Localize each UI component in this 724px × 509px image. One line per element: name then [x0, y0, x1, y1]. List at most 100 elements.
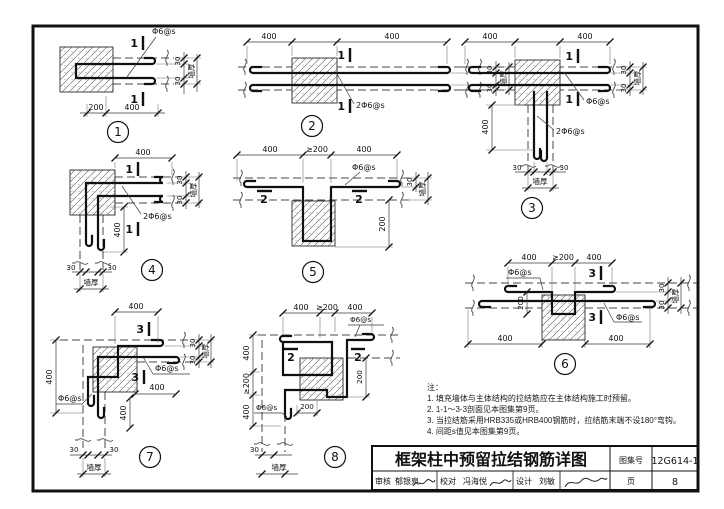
- wall-thickness-label: 墙厚: [670, 288, 680, 303]
- column-hatch: [514, 59, 561, 106]
- section-number: 3: [588, 311, 596, 324]
- dim-label: 400: [347, 303, 362, 312]
- detail-number: 2: [308, 119, 316, 133]
- dimensions: 400 400 30 30 墙厚: [242, 32, 514, 96]
- dimensions: 400 400 400 400 30 30 墙厚 30 30: [45, 302, 216, 479]
- detail-number-badge: 4: [140, 258, 164, 282]
- dim-label: 30: [405, 177, 414, 187]
- column-hatch: [291, 57, 338, 104]
- note-line-1: 1. 填充墙体与主体结构的拉结筋应在主体结构施工时预留。: [427, 393, 636, 403]
- dim-label: ≥200: [242, 373, 251, 395]
- dim-label: ≥200: [316, 303, 338, 312]
- section-number: 1: [125, 223, 133, 236]
- tie-bars: [74, 56, 157, 86]
- designer-label: 设计: [516, 476, 532, 486]
- dim-label: 400: [384, 32, 399, 41]
- dim-label: ≥200: [306, 145, 328, 154]
- section-mark: 3 3: [588, 266, 603, 324]
- wall-lines: [60, 331, 192, 448]
- dimensions: 400 400 400 30 30 墙厚 30 30 墙厚: [460, 32, 648, 193]
- section-number: 2: [260, 193, 268, 206]
- atlas-number-label: 图集号: [619, 455, 643, 465]
- rebar-callout: Φ6@s: [344, 163, 376, 186]
- dim-label: 400: [45, 369, 54, 384]
- rebar-label: Φ6@s: [350, 315, 371, 324]
- wall-thickness-label: 墙厚: [498, 70, 508, 85]
- tie-bars: [467, 65, 612, 163]
- dim-label: 30: [619, 65, 628, 75]
- detail-number-circle: [301, 260, 325, 284]
- reviewer-label: 审核: [375, 476, 391, 486]
- dimensions: 400 ≥200 400 30 墙厚 200: [232, 145, 433, 252]
- detail-number-badge: 6: [553, 352, 577, 376]
- column-hatch: [541, 294, 586, 341]
- dim-label: 30: [173, 56, 182, 66]
- dim-label: 200: [300, 402, 314, 411]
- dim-label: 30: [657, 283, 666, 293]
- dim-label: 400: [497, 334, 512, 343]
- detail-number-circle: [553, 352, 577, 376]
- rebar-label: 2Φ6@s: [556, 127, 585, 136]
- note-line-2: 2. 1-1～3-3剖面见本图集第9页。: [427, 404, 543, 414]
- rebar-label: Φ6@s: [155, 364, 179, 373]
- section-number: 2: [354, 351, 362, 364]
- section-mark: 1 1: [130, 36, 145, 106]
- section-number: 3: [136, 323, 144, 336]
- section-number: 1: [565, 50, 573, 63]
- dim-label: 400: [586, 253, 601, 262]
- section-mark: 1 1: [125, 162, 140, 236]
- column-hatch: [299, 357, 344, 401]
- atlas-number: 12G614-1: [651, 456, 698, 467]
- detail-number-circle: [106, 120, 130, 144]
- dim-label: 30: [109, 445, 119, 454]
- dim-label: 400: [356, 145, 371, 154]
- detail-number-circle: [300, 114, 324, 138]
- note-line-4: 4. 间距s值见本图集第9页。: [427, 426, 524, 436]
- detail-number-badge: 8: [323, 445, 347, 469]
- section-number: 2: [355, 193, 363, 206]
- dimensions: 400 ≥200 400 400 ≥200 400 200 200 30 墙厚: [242, 303, 377, 479]
- checker-signature: [489, 479, 512, 487]
- detail-4: 400 400 30 30 墙厚 30 30 墙厚 1: [66, 148, 204, 294]
- dimensions: 30 30 墙厚 200 400: [80, 52, 202, 118]
- detail-number: 6: [561, 357, 569, 371]
- section-mark: 2 2: [257, 189, 367, 206]
- sheet-border: [31, 24, 700, 493]
- wall-thickness-label: 墙厚: [84, 277, 99, 287]
- drawing-title: 框架柱中预留拉结钢筋详图: [395, 450, 587, 469]
- section-number: 1: [337, 100, 345, 113]
- dimensions: 400 ≥200 400 200 400 400 30 30 墙厚: [463, 253, 686, 349]
- section-number: 1: [337, 49, 345, 62]
- notes: 注： 1. 填充墙体与主体结构的拉结筋应在主体结构施工时预留。 2. 1-1～3…: [427, 382, 681, 436]
- reviewer-name: 郁银泉: [395, 476, 419, 486]
- wall-thickness-label: 墙厚: [200, 343, 210, 358]
- dim-label: 200: [88, 103, 103, 112]
- detail-number-badge: 7: [138, 445, 162, 469]
- detail-number-circle: [520, 196, 544, 220]
- dim-label: 400: [149, 383, 164, 392]
- rebar-label: Φ6@s: [586, 97, 610, 106]
- dim-label: 30: [188, 355, 197, 365]
- dim-label: 400: [262, 145, 277, 154]
- detail-number-badge: 5: [301, 260, 325, 284]
- rebar-callout: Φ6@s Φ6@s: [506, 268, 642, 323]
- dim-label: 400: [135, 148, 150, 157]
- section-number: 1: [130, 37, 138, 50]
- dim-label: 400: [577, 32, 592, 41]
- dim-label: 200: [516, 296, 525, 310]
- dim-label: 400: [113, 222, 122, 237]
- column-hatch: [59, 46, 114, 93]
- section-mark: 1 1: [565, 49, 580, 106]
- detail-number-badge: 3: [520, 196, 544, 220]
- page-number: 8: [672, 477, 678, 488]
- rebar-callout: Φ6@s Φ6@s: [56, 356, 190, 405]
- section-number: 1: [130, 93, 138, 106]
- dim-label: 200: [355, 370, 364, 384]
- wall-lines: [113, 49, 174, 93]
- section-mark: 3 3: [131, 322, 151, 384]
- designer-signature: [564, 477, 608, 488]
- dim-label: 400: [608, 334, 623, 343]
- detail-3: 400 400 400 30 30 墙厚 30 30 墙厚: [460, 32, 648, 220]
- detail-number: 1: [114, 125, 122, 139]
